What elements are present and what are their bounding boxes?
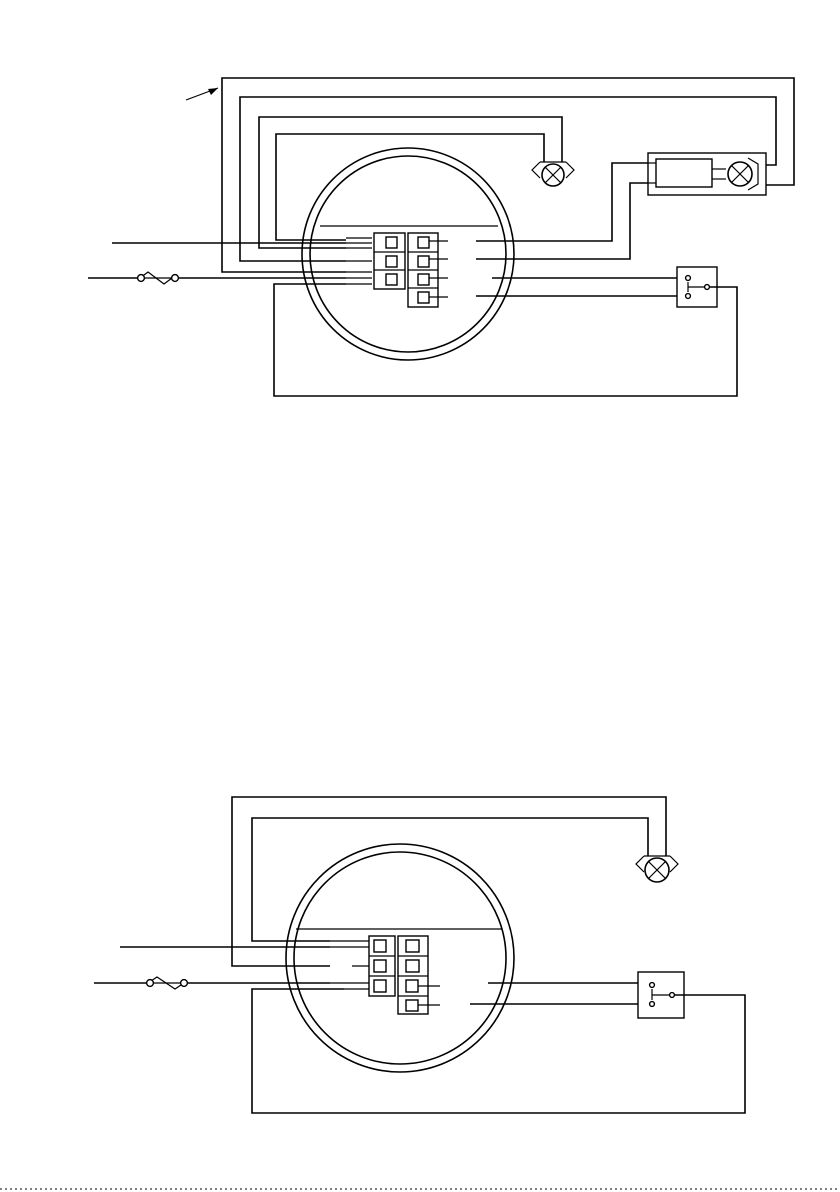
- terminal-block-right: [408, 233, 448, 307]
- terminal-block-left: [374, 233, 405, 289]
- wire-loop-lamp-inner: [252, 818, 648, 941]
- leader-arrow: [186, 88, 218, 100]
- transformer-box: [656, 159, 712, 187]
- lamp-icon: [532, 162, 574, 186]
- wire-to-transformer-2: [476, 183, 648, 259]
- terminal-block-right: [398, 936, 440, 1014]
- terminal-wire-ends-left: [330, 941, 370, 989]
- transformer-lamp-unit: [648, 153, 766, 195]
- fuse-icon: [138, 272, 179, 284]
- terminal-block-left: [369, 936, 395, 996]
- wire-to-transformer-1: [476, 163, 648, 241]
- fuse-icon: [146, 977, 188, 989]
- wiring-diagram-with-transformer: [88, 78, 794, 396]
- wiring-diagram-basic: [94, 797, 745, 1113]
- terminal-wire-ends-left: [346, 238, 372, 284]
- lamp-icon: [636, 856, 678, 882]
- wire-switch-return: [274, 284, 737, 396]
